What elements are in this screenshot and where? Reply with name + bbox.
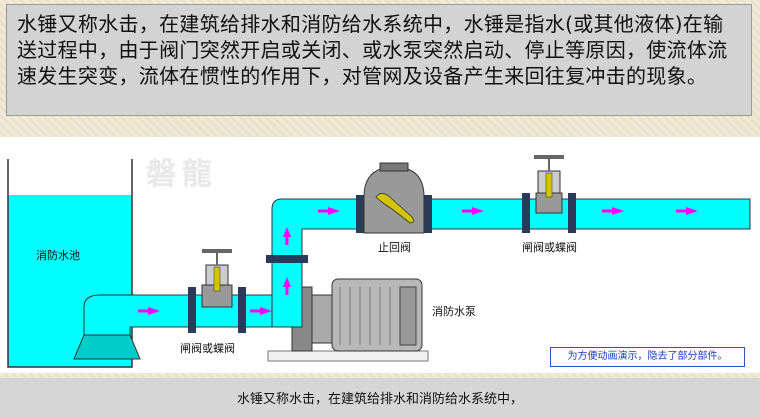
label-pump: 消防水泵 <box>432 305 476 318</box>
flow-arrow-1-tail <box>138 309 148 313</box>
valve-stem-right <box>545 172 553 198</box>
motor-fins <box>339 287 391 345</box>
riser-flange <box>266 255 308 263</box>
flow-arrow-5 <box>328 207 340 215</box>
valve-stem-left <box>213 266 221 292</box>
valve-flange-right-a <box>522 193 530 233</box>
tank-wall <box>7 159 133 368</box>
caption-text: 水锤又称水击，在建筑给排水和消防给水系统中， <box>236 392 523 407</box>
pump-base <box>267 350 429 362</box>
watermark: 磐龍 <box>146 157 218 192</box>
flow-arrow-2 <box>260 307 272 315</box>
flow-arrows <box>138 207 698 315</box>
suction-bell <box>73 334 141 360</box>
valve-handwheel-left <box>202 249 232 253</box>
fire-pump <box>291 278 423 352</box>
caption-bar: 水锤又称水击，在建筑给排水和消防给水系统中， <box>0 378 760 418</box>
motor-end-cap <box>399 286 417 346</box>
check-flange-b <box>424 195 432 233</box>
valve-flange-left-b <box>238 287 246 333</box>
valve-handwheel-right <box>534 155 564 159</box>
label-tank: 消防水池 <box>36 249 80 262</box>
check-valve <box>356 162 432 234</box>
water-hammer-diagram: 磐龍 <box>0 137 760 373</box>
flow-arrow-7-tail <box>602 209 612 213</box>
label-check-valve: 止回阀 <box>378 241 411 254</box>
flow-arrow-3-tail <box>285 237 289 245</box>
label-gate-valve-left: 闸阀或蝶阀 <box>180 342 235 355</box>
flow-arrow-7 <box>612 207 624 215</box>
flow-arrow-5-tail <box>318 209 328 213</box>
valve-flange-left-a <box>188 287 196 333</box>
flow-arrow-4-tail <box>285 287 289 295</box>
flow-arrow-6-tail <box>462 209 472 213</box>
title-box: 水锤又称水击，在建筑给排水和消防给水系统中，水锤是指水(或其他液体)在输送过程中… <box>6 4 752 116</box>
diagram-svg <box>7 155 751 368</box>
check-cover <box>379 162 409 172</box>
title-text: 水锤又称水击，在建筑给排水和消防给水系统中，水锤是指水(或其他液体)在输送过程中… <box>17 12 728 88</box>
check-body <box>363 166 425 234</box>
flow-arrow-4 <box>283 277 291 287</box>
flow-arrow-1 <box>148 307 160 315</box>
gate-valve-right <box>522 155 576 233</box>
flow-arrow-8 <box>686 207 698 215</box>
gate-valve-left <box>188 249 246 333</box>
check-disc <box>375 193 414 224</box>
flow-arrow-3 <box>283 227 291 237</box>
check-flange-a <box>356 195 364 233</box>
label-gate-valve-right: 闸阀或蝶阀 <box>522 241 577 254</box>
flow-arrow-8-tail <box>676 209 686 213</box>
flow-arrow-6 <box>472 207 484 215</box>
valve-flange-right-b <box>568 193 576 233</box>
flow-arrow-2-tail <box>250 309 260 313</box>
animation-note: 为方便动画演示，隐去了部分部件。 <box>550 347 745 367</box>
pump-coupling <box>311 294 333 344</box>
